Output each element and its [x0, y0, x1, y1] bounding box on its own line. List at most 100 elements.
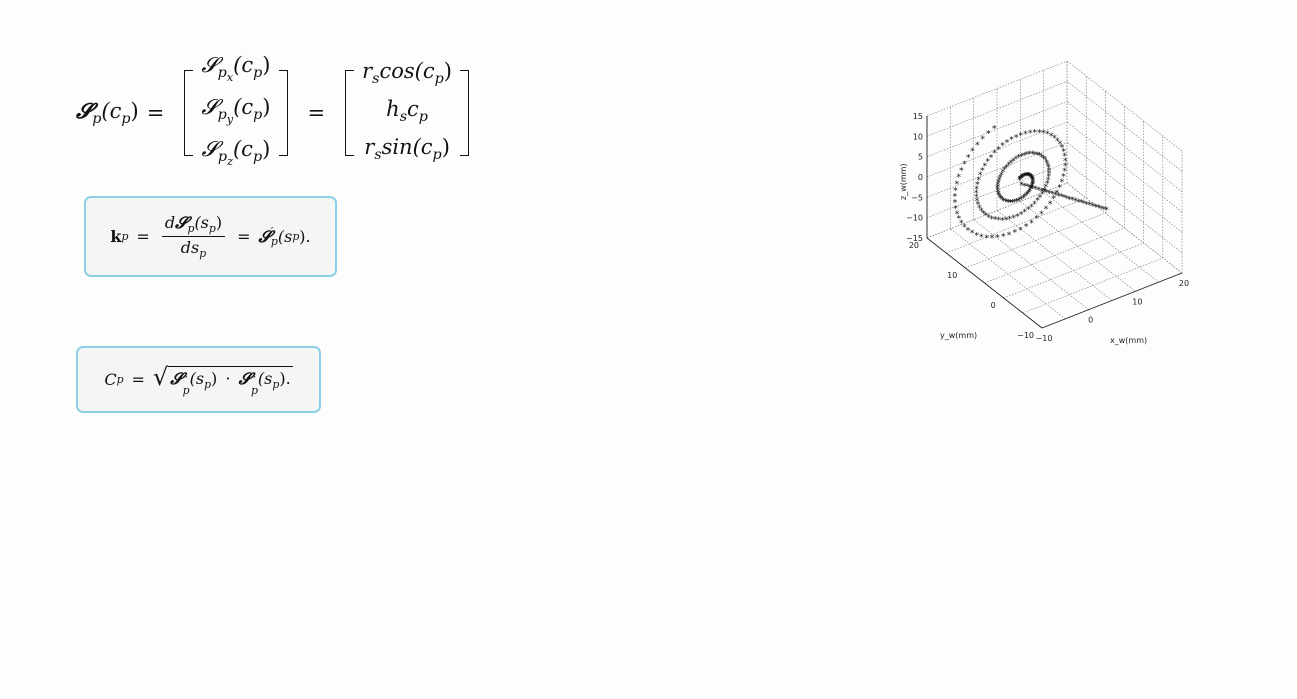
data-point-marker: * [955, 180, 960, 190]
data-point-marker: * [1056, 192, 1061, 202]
data-point-marker: * [1002, 166, 1007, 176]
subscript: s [399, 109, 408, 126]
data-point-marker: * [1009, 136, 1014, 146]
right-bracket [278, 70, 288, 157]
data-point-marker: * [962, 223, 967, 233]
data-point-marker: * [1015, 212, 1020, 222]
data-point-marker: * [1010, 199, 1015, 209]
data-point-marker: * [1021, 194, 1026, 204]
data-point-marker: * [1007, 231, 1012, 241]
data-point-marker: * [957, 173, 962, 183]
data-point-marker: * [1028, 172, 1033, 182]
data-point-marker: * [1030, 179, 1035, 189]
y-tick-label: 10 [947, 271, 957, 280]
data-point-marker: * [984, 212, 989, 222]
data-point-marker: * [1053, 191, 1058, 201]
argument: (s [277, 227, 293, 246]
script-s-symbol: 𝓢 [201, 53, 218, 77]
subscript: p [217, 149, 227, 166]
subscript: p [432, 147, 442, 164]
data-point-marker: * [1018, 226, 1023, 236]
data-point-marker: * [996, 190, 1001, 200]
curve-symbol: 𝓢 [258, 226, 271, 246]
data-point-marker: * [980, 135, 985, 145]
y-axis-line [926, 237, 1043, 329]
data-point-marker: * [1018, 175, 1023, 185]
subscript: p [252, 149, 263, 166]
data-point-marker: * [996, 216, 1001, 226]
data-point-marker: * [1044, 205, 1049, 215]
data-point-marker: * [1048, 189, 1053, 199]
data-point-marker: * [984, 234, 989, 244]
data-point-marker: * [990, 215, 995, 225]
data-point-marker: * [959, 219, 964, 229]
data-point-marker: * [1039, 153, 1044, 163]
paren: ) [211, 368, 218, 388]
data-point-marker: * [1049, 132, 1054, 142]
data-point-marker: * [1070, 196, 1075, 206]
data-point-marker: * [1042, 188, 1047, 198]
data-point-marker: * [996, 145, 1001, 155]
data-point-marker: * [974, 231, 979, 241]
floor-gridline [973, 219, 1089, 310]
data-point-marker: * [1052, 134, 1057, 144]
data-point-marker: * [1025, 183, 1030, 193]
data-point-marker: * [1030, 182, 1035, 192]
data-point-marker: * [1055, 189, 1060, 199]
x-tick-label: 0 [1088, 316, 1093, 325]
data-point-marker: * [1055, 137, 1060, 147]
floor-gridline [1043, 191, 1159, 283]
data-point-marker: * [1023, 130, 1028, 140]
data-point-marker: * [1079, 199, 1084, 209]
data-point-marker: * [992, 149, 997, 159]
wall-gridline [1066, 121, 1183, 213]
data-point-marker: * [1076, 198, 1081, 208]
script-s-symbol: 𝓢 [201, 95, 218, 120]
fraction-denominator: dsp [181, 237, 206, 260]
data-point-marker: * [1024, 191, 1029, 201]
y-tick-label: 20 [909, 241, 919, 250]
data-point-marker: * [1016, 197, 1021, 207]
data-point-marker: * [1050, 190, 1055, 200]
data-point-marker: * [1082, 199, 1087, 209]
x-tick-label: −10 [1036, 334, 1053, 343]
coefficient: h [386, 96, 400, 121]
dot-operator: · [225, 368, 231, 388]
data-point-marker: * [1065, 194, 1070, 204]
data-point-marker: * [1030, 181, 1035, 191]
data-point-marker: * [1067, 195, 1072, 205]
data-point-marker: * [1035, 151, 1040, 161]
wall-gridline [1066, 162, 1183, 253]
component-subscript: y [226, 112, 234, 127]
subscript: p [199, 247, 207, 261]
data-point-marker: * [1035, 197, 1040, 207]
data-point-marker: * [1047, 169, 1052, 179]
data-point-marker: * [966, 226, 971, 236]
data-point-marker: * [1027, 172, 1032, 182]
subscript: p [116, 373, 124, 386]
wall-gridline [926, 121, 1068, 178]
curvature-symbol: C [104, 370, 117, 389]
data-point-marker: * [975, 141, 980, 151]
vector-row: 𝓢px(cp) [201, 50, 270, 92]
data-point-marker: * [1022, 151, 1027, 161]
data-point-marker: * [1045, 161, 1050, 171]
x-tick-label: 10 [1132, 297, 1142, 306]
data-point-marker: * [1008, 215, 1013, 225]
data-point-marker: * [1041, 154, 1046, 164]
paren: ) [443, 58, 452, 83]
data-point-marker: * [953, 186, 958, 196]
data-point-marker: * [970, 147, 975, 157]
argument: (c [101, 99, 122, 124]
data-point-marker: * [1004, 163, 1009, 173]
data-point-marker: * [1040, 190, 1045, 200]
coefficient: r [364, 135, 375, 160]
data-point-marker: * [1036, 186, 1041, 196]
data-point-marker: * [1019, 131, 1024, 141]
data-point-marker: * [1042, 186, 1047, 196]
paren: ). [299, 227, 311, 246]
